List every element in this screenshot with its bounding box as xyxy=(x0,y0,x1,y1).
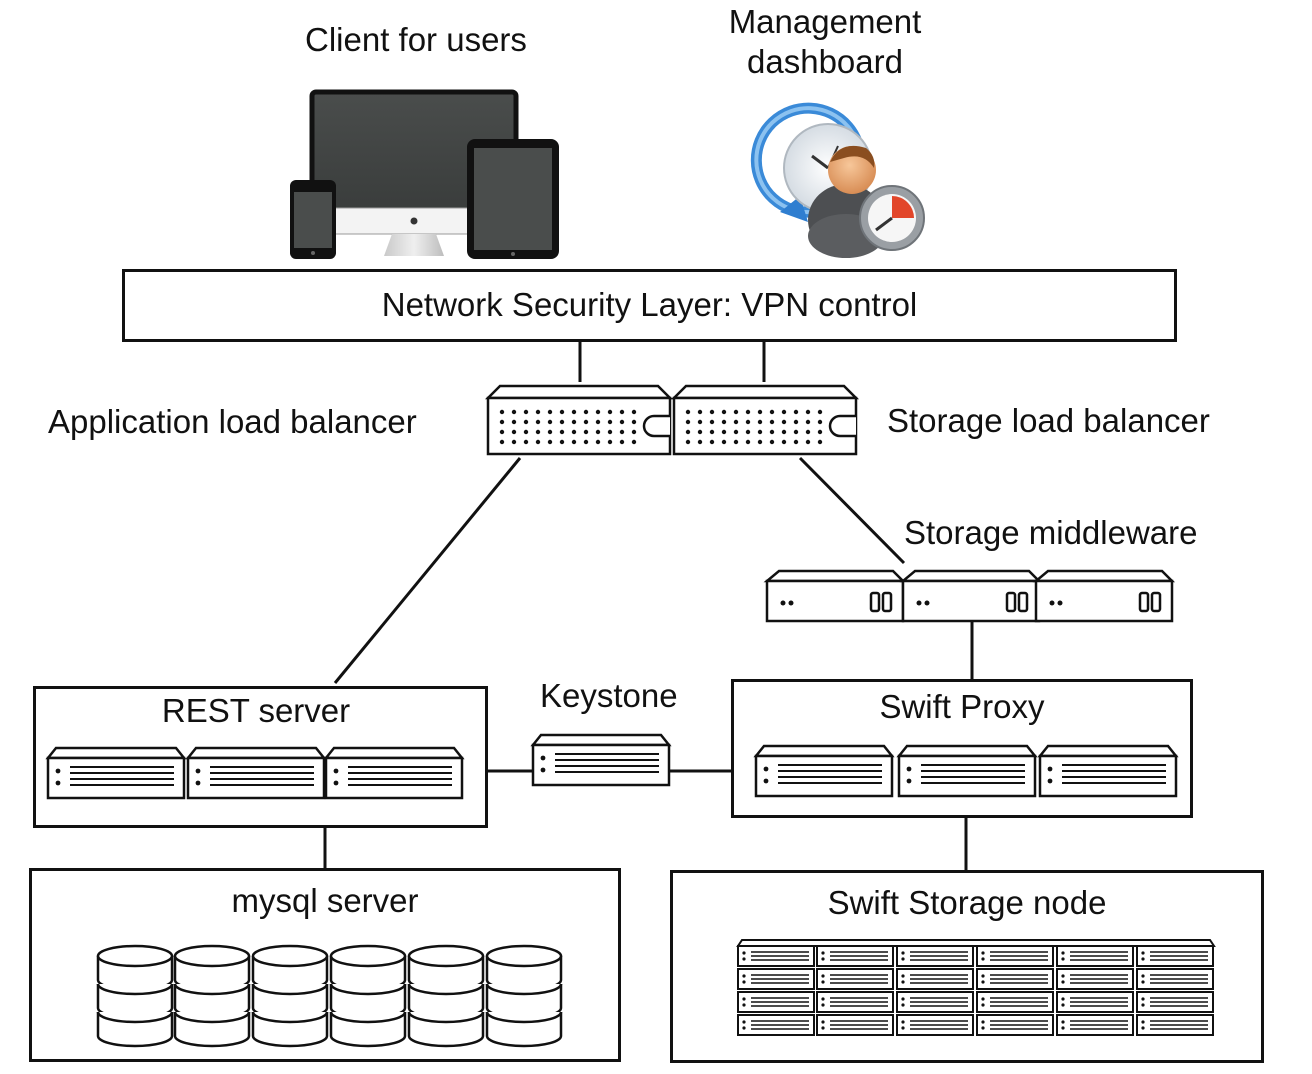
devices-icon xyxy=(290,89,559,259)
middleware-servers xyxy=(765,569,1174,623)
load-balancer-icon-app xyxy=(486,384,672,456)
rack-server-icon xyxy=(765,569,905,623)
storage-middleware-label: Storage middleware xyxy=(904,514,1198,551)
dashboard-label-line1: Management xyxy=(728,3,922,40)
mysql-server-label: mysql server xyxy=(231,882,419,919)
rack-server-icon xyxy=(1034,569,1174,623)
security-layer-label: Network Security Layer: VPN control xyxy=(381,286,918,323)
rack-server-icon xyxy=(901,569,1041,623)
security-layer-box xyxy=(122,269,1177,342)
load-balancer-icon-storage xyxy=(672,384,858,456)
storage-node-grid xyxy=(736,939,1216,1036)
connector-storage-lb-to-middleware xyxy=(798,456,906,565)
storage-load-balancer-label: Storage load balancer xyxy=(887,402,1210,439)
rest-server-box xyxy=(33,686,488,828)
keystone-label: Keystone xyxy=(540,677,678,714)
connector-app-lb-to-rest xyxy=(333,457,522,684)
dashboard-label: Management dashboard xyxy=(700,2,950,81)
client-label: Client for users xyxy=(305,21,527,58)
admin-dashboard-icon xyxy=(750,102,925,258)
keystone-server xyxy=(531,733,671,787)
swift-storage-box xyxy=(670,870,1264,1063)
app-load-balancer-label: Application load balancer xyxy=(48,403,417,440)
dashboard-label-line2: dashboard xyxy=(747,42,903,80)
rest-server-label: REST server xyxy=(161,692,351,729)
swift-proxy-label: Swift Proxy xyxy=(879,688,1045,725)
connector-lines xyxy=(323,341,974,872)
mysql-server-box xyxy=(29,868,621,1062)
swift-storage-label: Swift Storage node xyxy=(827,884,1107,921)
rack-server-icon xyxy=(531,733,671,787)
swift-proxy-box xyxy=(731,679,1193,818)
